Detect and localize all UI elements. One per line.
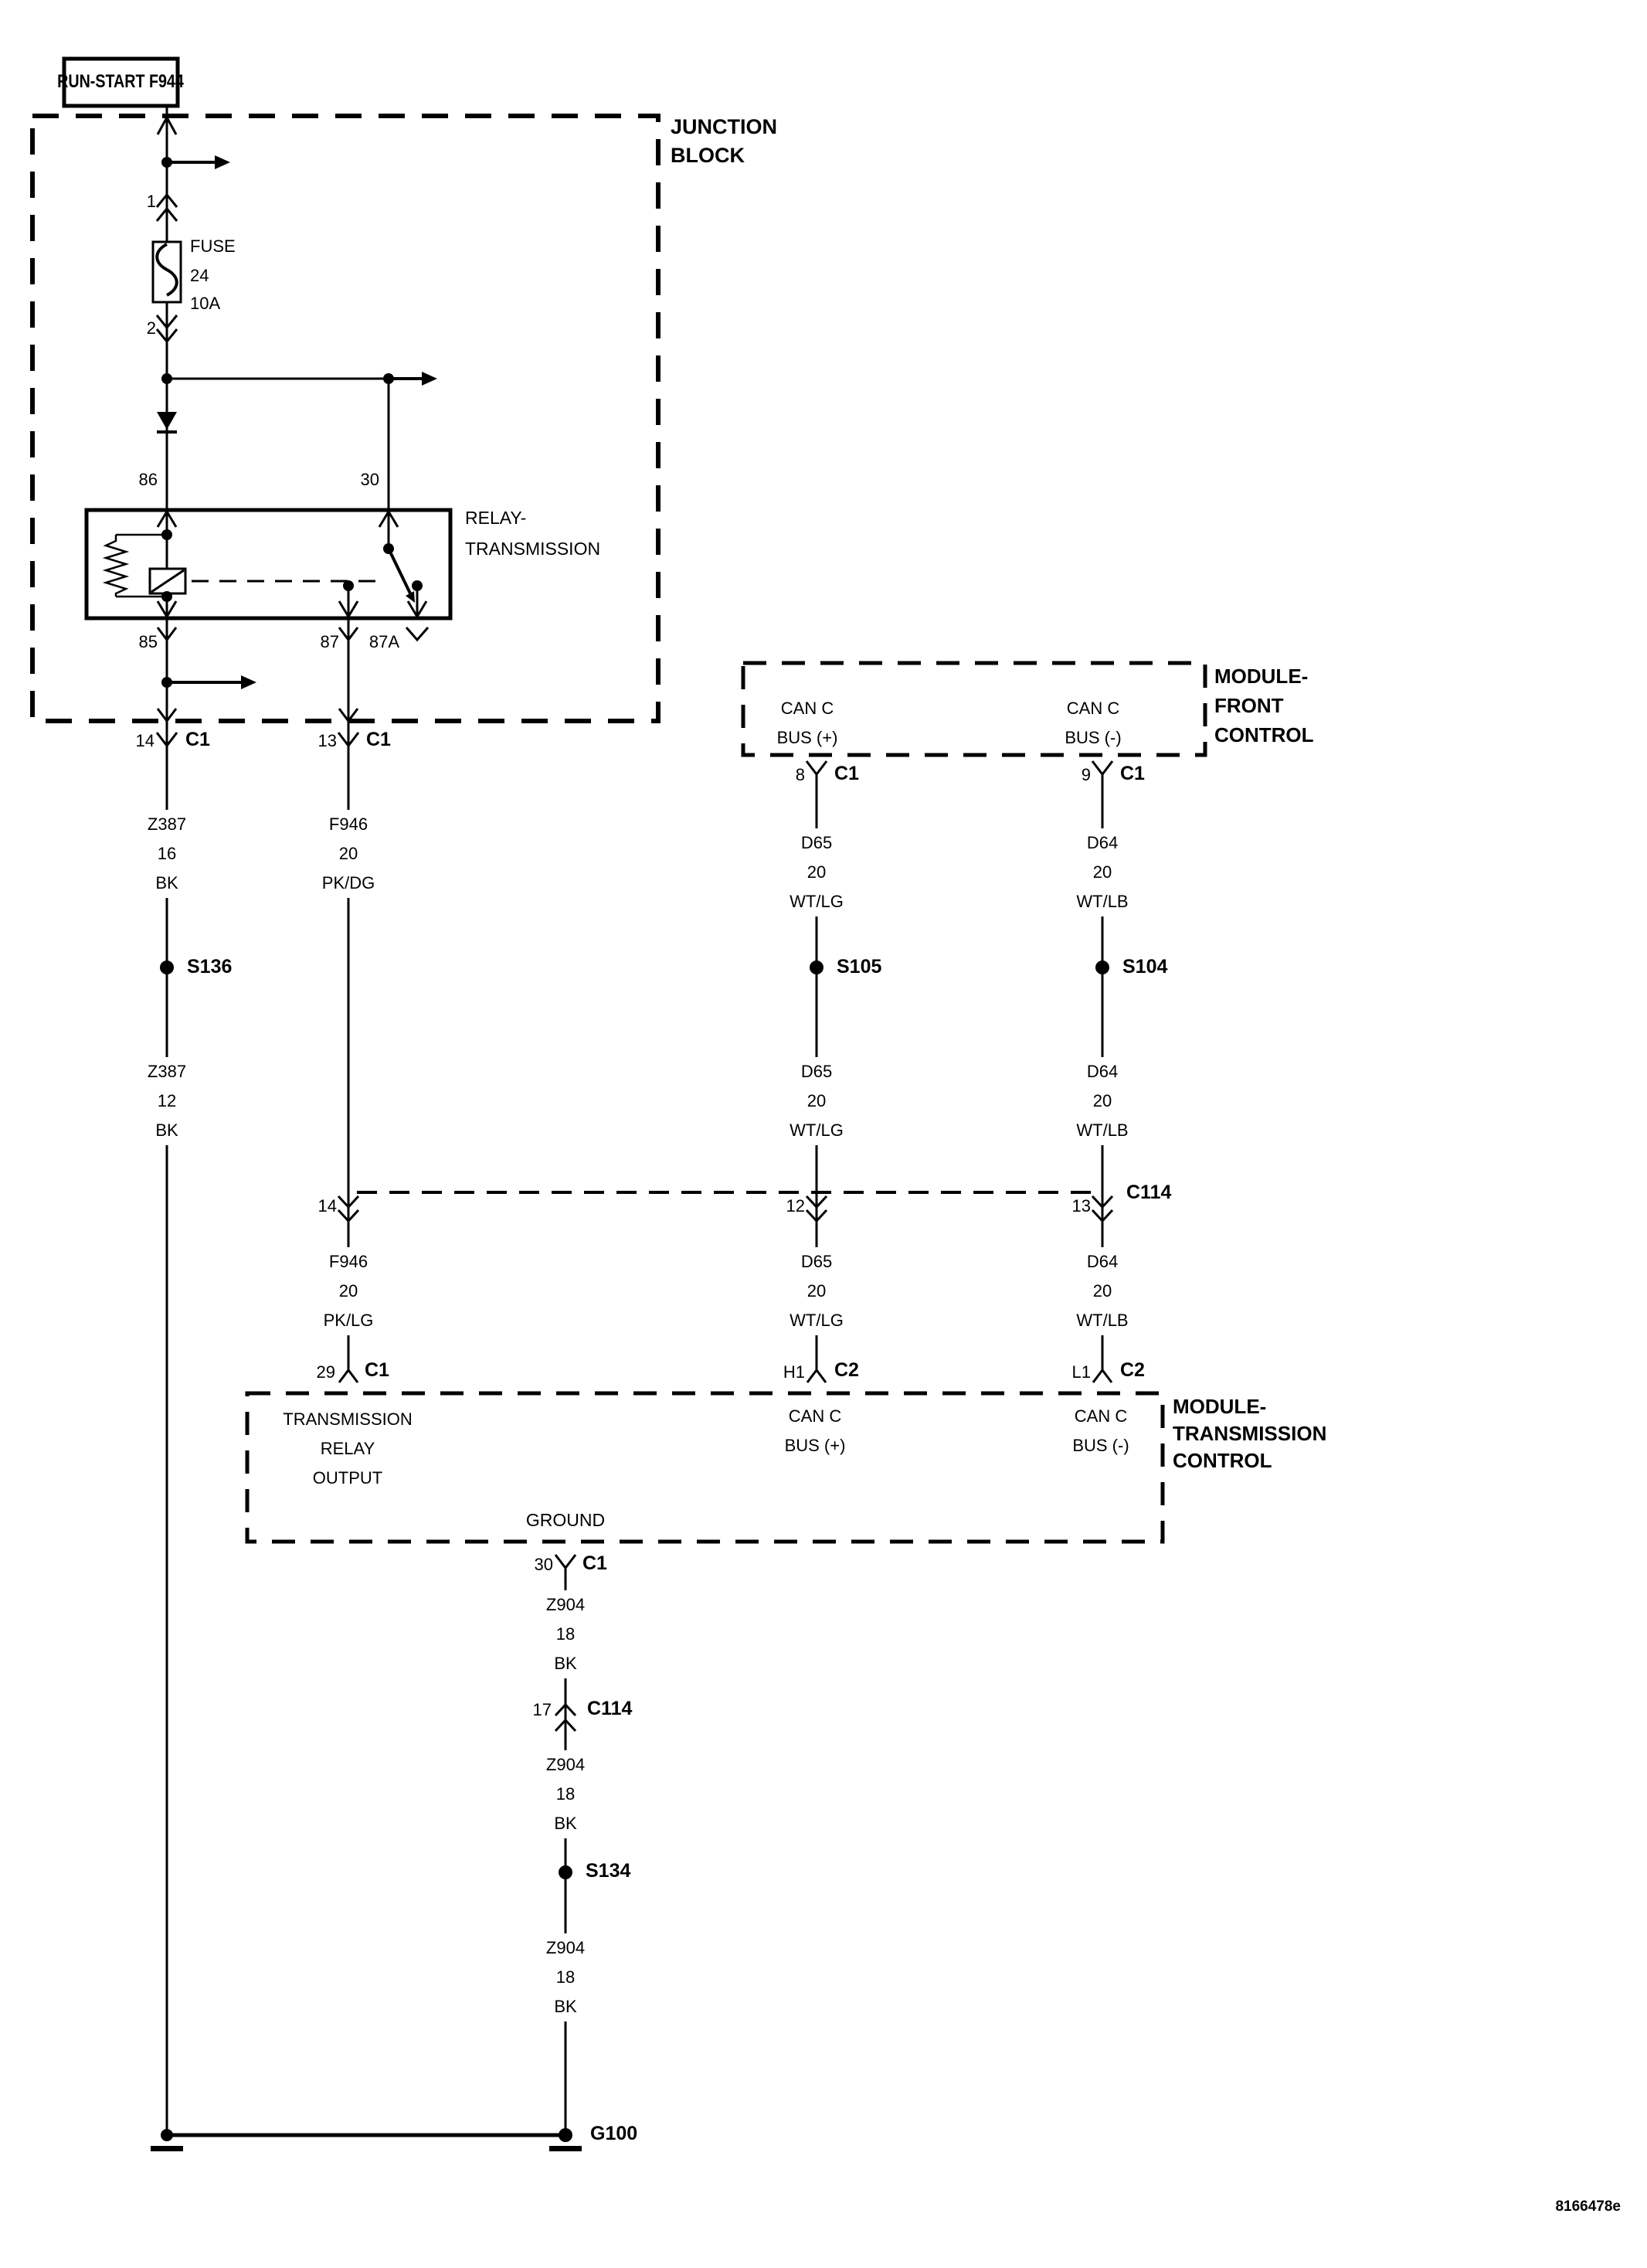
nodes (151, 157, 1109, 2151)
fcm-c1-left: C1 (834, 763, 859, 784)
fcm-c1-right: C1 (1120, 763, 1145, 784)
tcm-pin-30: 30 (534, 1555, 553, 1574)
wires (165, 106, 1104, 2137)
tcm-c1-label: C1 (365, 1359, 389, 1381)
splice-s104-label: S104 (1122, 956, 1168, 978)
jb-pin-2: 2 (146, 318, 156, 338)
front-control-module-outline (741, 661, 1207, 757)
arrowhead-mid (422, 372, 437, 386)
splice-s104-dot (1095, 961, 1109, 974)
front-control-module-title: MODULE- FRONT CONTROL (1214, 665, 1314, 746)
relay-pin-87a: 87A (368, 632, 399, 651)
junction-block-outline (30, 114, 660, 723)
tcm-relay-output-label: TRANSMISSION RELAY OUTPUT (283, 1409, 413, 1488)
c1-pin-13: 13 (318, 731, 337, 750)
c114-pin-13: 13 (1071, 1196, 1091, 1216)
relay-transmission-symbol (84, 508, 453, 621)
tcm-c2-left: C2 (834, 1359, 859, 1381)
ground-left-dot (161, 2129, 173, 2141)
relay-pin-85: 85 (138, 632, 158, 651)
tcm-pin-l1: L1 (1071, 1362, 1091, 1382)
arrowhead-85 (241, 675, 256, 689)
splice-s134-label: S134 (586, 1860, 631, 1882)
relay-pin-87: 87 (320, 632, 339, 651)
feed-arrow-icon (156, 114, 178, 135)
splice-s105-label: S105 (837, 956, 882, 978)
tcm-pin-h1: H1 (783, 1362, 805, 1382)
fuse-number: 24 (190, 266, 209, 285)
tcm-pin-29: 29 (316, 1362, 335, 1382)
relay-pin-30: 30 (360, 470, 379, 489)
fuse-symbol (151, 240, 182, 304)
tcm-c2-right: C2 (1120, 1359, 1145, 1381)
relay-title: RELAY- TRANSMISSION (465, 508, 601, 559)
fuse-rating: 10A (190, 294, 221, 313)
arrowhead-top (215, 155, 230, 169)
tcm-ground-label: GROUND (525, 1510, 606, 1530)
c114-label-lower: C114 (587, 1698, 633, 1719)
fcm-pin-8: 8 (795, 765, 805, 784)
relay-switch-arm (387, 548, 413, 596)
transmission-control-module-title: MODULE- TRANSMISSION CONTROL (1173, 1395, 1327, 1472)
c114-pin-17: 17 (532, 1700, 552, 1719)
splice-s136-dot (160, 961, 174, 974)
splice-s134-dot (559, 1865, 572, 1879)
fcm-pin-9: 9 (1081, 765, 1091, 784)
c114-pin-12: 12 (786, 1196, 805, 1216)
junction-block-title: JUNCTION BLOCK (671, 115, 778, 167)
c1-label-mid: C1 (366, 729, 391, 750)
branch-arrowheads (215, 155, 437, 689)
relay-pin-86: 86 (138, 470, 158, 489)
splice-s136-label: S136 (187, 956, 233, 978)
c1-label-left: C1 (185, 729, 210, 750)
c1-pin-14: 14 (135, 731, 155, 750)
connector-glyphs (155, 114, 1114, 1732)
jb-pin-1: 1 (146, 192, 156, 211)
diagram-id: 8166478e (1555, 2198, 1621, 2215)
tcm-ground-c1: C1 (582, 1552, 607, 1574)
c114-pin-14: 14 (318, 1196, 337, 1216)
diode-symbol (157, 412, 177, 434)
c114-label: C114 (1126, 1182, 1172, 1203)
fuse-name: FUSE (190, 236, 236, 256)
ground-g100-dot (559, 2128, 572, 2142)
power-source-label: RUN-START F944 (57, 71, 184, 92)
ground-g100-label: G100 (590, 2123, 638, 2144)
splice-s105-dot (810, 961, 824, 974)
run-start-box (62, 56, 180, 108)
relay-resistor (102, 535, 130, 597)
transmission-control-module-outline (245, 1391, 1165, 1544)
